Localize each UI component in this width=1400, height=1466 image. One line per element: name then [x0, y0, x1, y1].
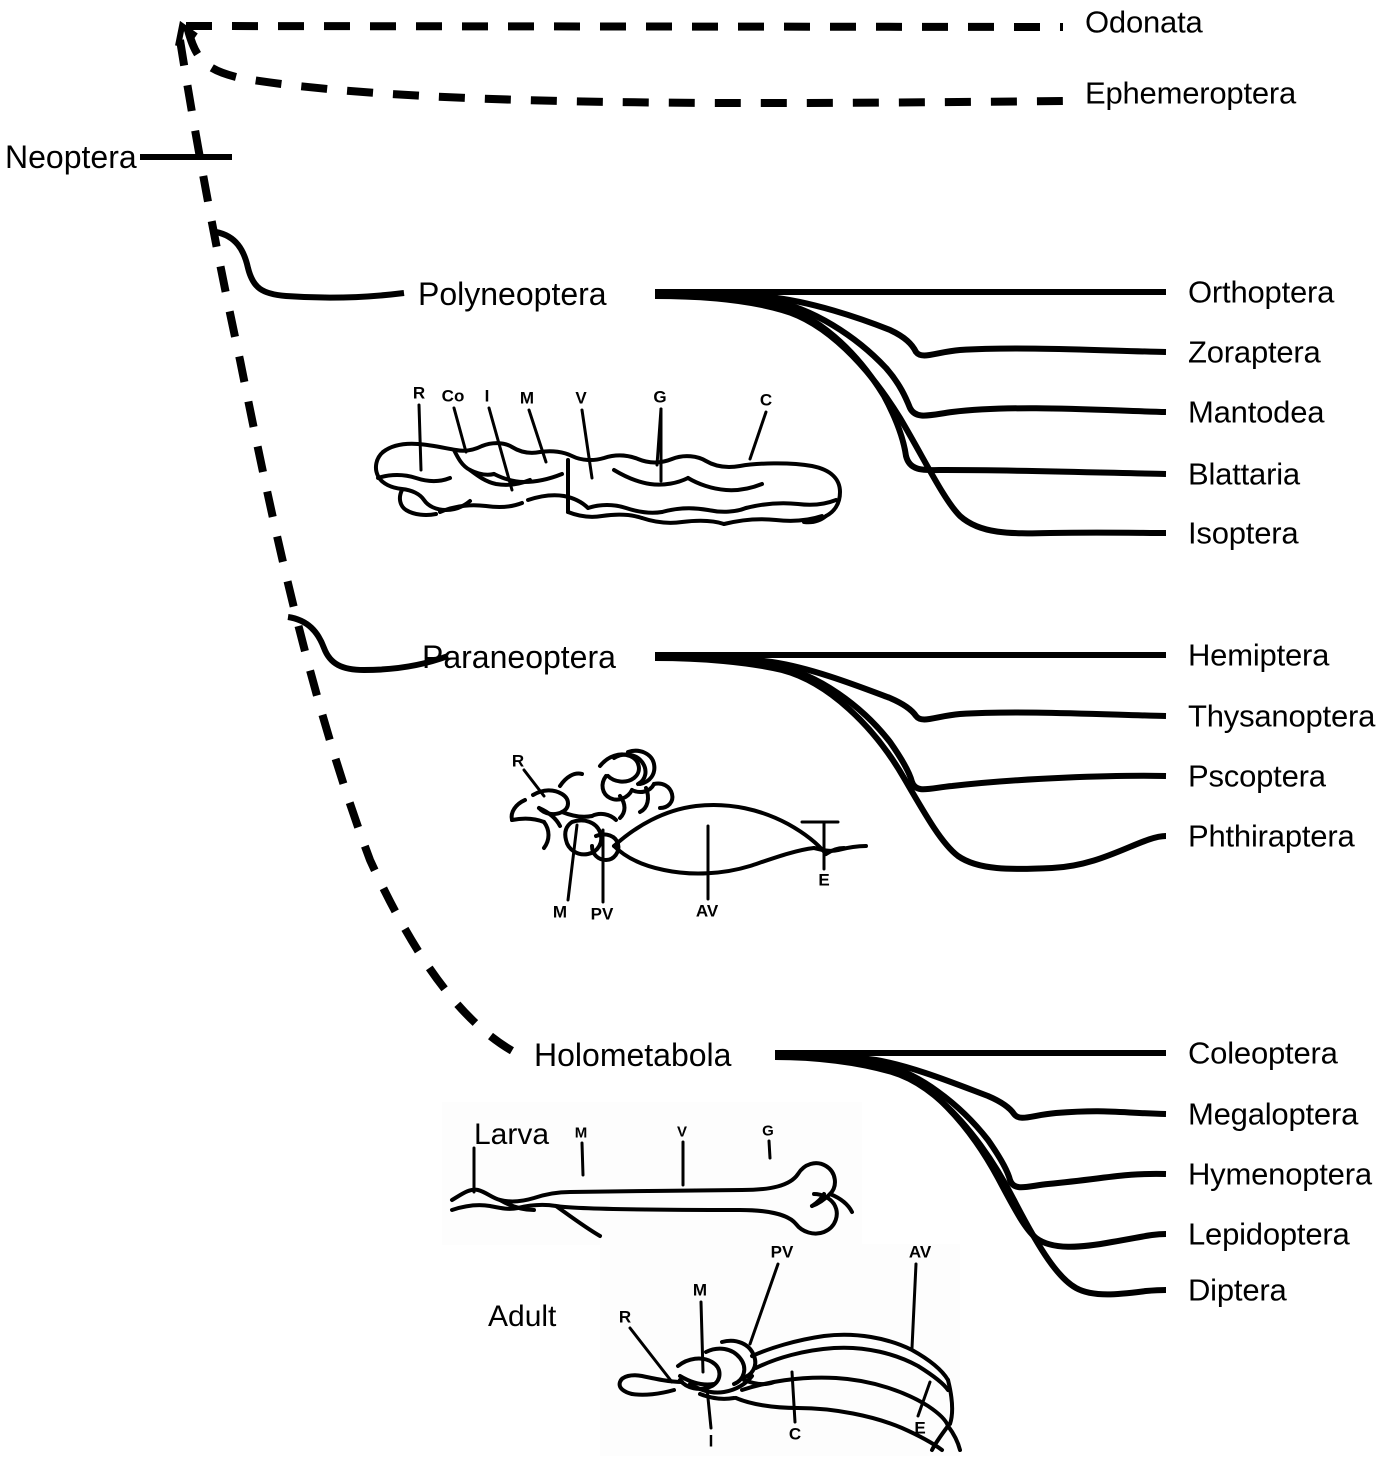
drawing-paraneoptera-gut: [509, 748, 868, 904]
gut-callout-e-adult: E: [914, 1418, 926, 1438]
gut-callout-c-adult: C: [788, 1424, 802, 1444]
tip-label-blattaria: Blattaria: [1188, 456, 1300, 492]
gut-callout-r-adult: R: [618, 1307, 632, 1327]
stem-paraneoptera: [287, 614, 450, 674]
tip-label-odonata: Odonata: [1085, 4, 1203, 40]
tip-label-mantodea: Mantodea: [1188, 394, 1325, 430]
branch-odonata: [185, 22, 1064, 31]
gut-callout-g: G: [653, 387, 667, 407]
clade-label-polyneoptera: Polyneoptera: [418, 276, 607, 312]
gut-callout-i: I: [484, 386, 490, 406]
tip-label-hymenoptera: Hymenoptera: [1188, 1156, 1372, 1192]
gut-callout-r: R: [412, 383, 426, 403]
root-label-neoptera: Neoptera: [5, 139, 137, 175]
fan-polyneoptera: [654, 289, 1167, 537]
gut-callout-av-paraneoptera: AV: [695, 901, 719, 921]
gut-callout-c: C: [759, 390, 773, 410]
tip-label-megaloptera: Megaloptera: [1188, 1096, 1359, 1132]
drawing-adult-gut: [600, 1244, 962, 1456]
tip-label-coleoptera: Coleoptera: [1188, 1035, 1338, 1071]
stage-label-adult: Adult: [488, 1300, 557, 1333]
trunk-dashed: [176, 39, 522, 1059]
gut-callout-m-adult: M: [692, 1280, 708, 1300]
gut-callout-r-paraneoptera: R: [511, 751, 525, 771]
clade-label-holometabola: Holometabola: [534, 1037, 732, 1073]
tip-label-pscoptera: Pscoptera: [1188, 758, 1326, 794]
tip-label-phthiraptera: Phthiraptera: [1188, 818, 1355, 854]
tip-label-lepidoptera: Lepidoptera: [1188, 1216, 1350, 1252]
tip-label-isoptera: Isoptera: [1188, 515, 1299, 551]
tip-label-orthoptera: Orthoptera: [1188, 274, 1335, 310]
gut-callout-pv-adult: PV: [770, 1242, 794, 1262]
tip-label-thysanoptera: Thysanoptera: [1188, 698, 1376, 734]
tip-label-zoraptera: Zoraptera: [1188, 334, 1321, 370]
gut-callout-v: V: [575, 388, 587, 408]
stage-label-larva: Larva: [474, 1118, 550, 1151]
fan-holometabola: [774, 1050, 1167, 1298]
tip-label-ephemeroptera: Ephemeroptera: [1085, 75, 1297, 111]
gut-callout-m-larva: M: [574, 1124, 588, 1142]
gut-callout-g-larva: G: [762, 1122, 774, 1140]
gut-callout-v-larva: V: [676, 1123, 688, 1141]
clade-label-paraneoptera: Paraneoptera: [422, 639, 616, 675]
gut-callout-pv-paraneoptera: PV: [590, 904, 614, 924]
tip-label-hemiptera: Hemiptera: [1188, 637, 1330, 673]
drawing-larva-gut: [442, 1102, 862, 1245]
branch-ephemeroptera: [184, 28, 1064, 108]
drawing-polyneoptera-gut: [373, 403, 842, 526]
gut-callout-m-paraneoptera: M: [552, 902, 568, 922]
gut-callout-e-paraneoptera: E: [818, 870, 830, 890]
gut-callout-i-adult: I: [708, 1431, 714, 1451]
tip-label-diptera: Diptera: [1188, 1272, 1287, 1308]
stem-polyneoptera: [215, 229, 405, 301]
gut-callout-co: Co: [441, 386, 465, 406]
fan-paraneoptera: [654, 652, 1167, 872]
gut-callout-av-adult: AV: [908, 1242, 932, 1262]
gut-callout-m: M: [519, 388, 535, 408]
